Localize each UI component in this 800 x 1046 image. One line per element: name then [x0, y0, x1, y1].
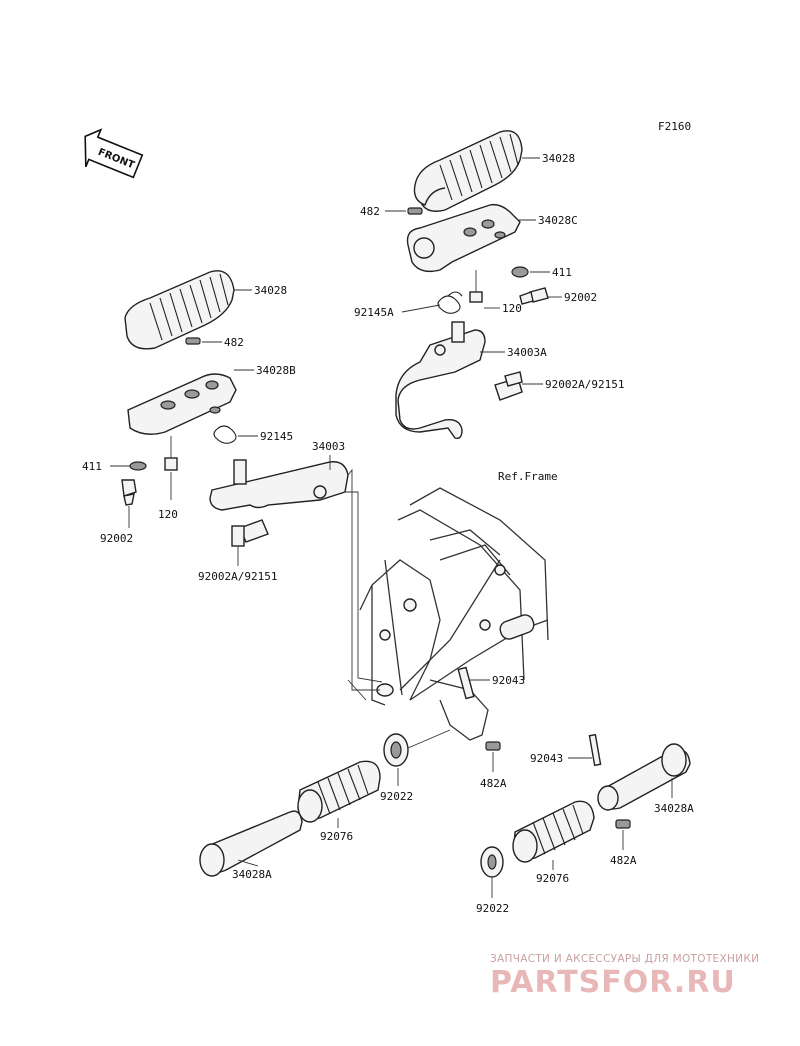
- ref-frame-label: Ref.Frame: [498, 470, 558, 483]
- washer-92022-left: [383, 733, 409, 767]
- watermark-tagline: ЗАПЧАСТИ И АКСЕССУАРЫ ДЛЯ МОТОТЕХНИКИ: [490, 953, 759, 965]
- part-482-rear: [407, 207, 423, 215]
- label-92145: 92145: [260, 430, 293, 443]
- watermark-logo: PARTSFOR.RU: [490, 965, 736, 1000]
- part-92002-rear: [519, 287, 549, 305]
- part-120-rear: [469, 270, 483, 303]
- part-92145-spring: [213, 425, 237, 444]
- rubber-92076-left: [297, 760, 381, 823]
- label-92002-rear: 92002: [564, 291, 597, 304]
- label-482-rear: 482: [360, 205, 380, 218]
- rear-footpeg-holder: [395, 321, 486, 440]
- label-34028C-rear: 34028C: [538, 214, 578, 227]
- front-footpeg-bracket: [127, 373, 237, 435]
- label-482A-right: 482A: [610, 854, 637, 867]
- reference-frame: [359, 487, 549, 741]
- footrest-34028A-left: [199, 810, 303, 877]
- front-footpeg-holder: [209, 459, 349, 511]
- label-411-rear: 411: [552, 266, 572, 279]
- label-34028A-right: 34028A: [654, 802, 694, 815]
- rear-footpeg-bracket: [406, 203, 521, 273]
- label-92043-frame: 92043: [492, 674, 525, 687]
- front-arrow-icon: FRONT: [84, 128, 144, 179]
- washer-92022-right: [480, 846, 504, 878]
- label-92145A: 92145A: [354, 306, 394, 319]
- pin-92043: [588, 733, 602, 767]
- label-34028-rear: 34028: [542, 152, 575, 165]
- label-120-front: 120: [158, 508, 178, 521]
- label-120-rear: 120: [502, 302, 522, 315]
- label-92076-left: 92076: [320, 830, 353, 843]
- label-34028A-left: 34028A: [232, 868, 272, 881]
- label-92022-left: 92022: [380, 790, 413, 803]
- part-411-rear: [511, 266, 529, 278]
- label-92002A-92151-front: 92002A/92151: [198, 570, 277, 583]
- rear-footpeg-rubber: [413, 130, 523, 212]
- label-92043-pin: 92043: [530, 752, 563, 765]
- rubber-92076-right: [512, 800, 595, 863]
- label-92022-right: 92022: [476, 902, 509, 915]
- label-411-front: 411: [82, 460, 102, 473]
- part-411-front: [129, 461, 147, 471]
- part-92002-front: [121, 479, 137, 506]
- label-34003: 34003: [312, 440, 345, 453]
- part-482A-right: [615, 819, 631, 829]
- part-120-front: [164, 457, 178, 471]
- part-92002A-92151-front: [231, 519, 269, 547]
- part-92002A-92151-rear: [494, 371, 523, 401]
- part-482-front: [185, 337, 201, 345]
- part-482A-frame: [485, 741, 501, 751]
- footrest-34028A-right: [597, 743, 691, 811]
- front-footpeg-rubber: [124, 270, 235, 350]
- label-482-front: 482: [224, 336, 244, 349]
- label-482A-frame: 482A: [480, 777, 507, 790]
- label-92002A-92151-rear: 92002A/92151: [545, 378, 624, 391]
- label-34028B: 34028B: [256, 364, 296, 377]
- label-34028-front: 34028: [254, 284, 287, 297]
- part-92145A-spring: [437, 291, 463, 314]
- label-92076-right: 92076: [536, 872, 569, 885]
- diagram-code: F2160: [658, 120, 691, 133]
- label-34003A: 34003A: [507, 346, 547, 359]
- label-92002-front: 92002: [100, 532, 133, 545]
